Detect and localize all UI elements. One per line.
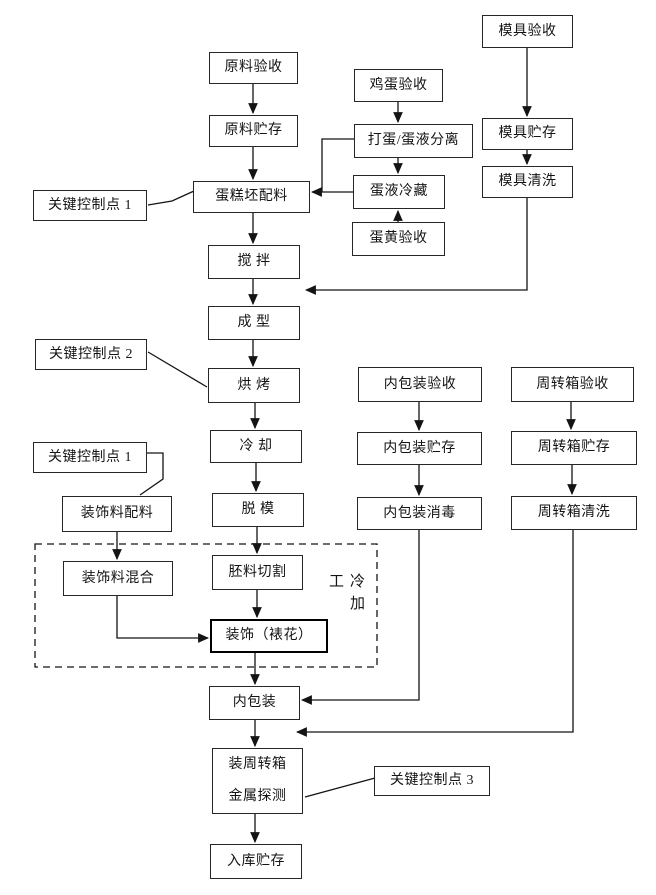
node-ccp2: 关键控制点 2 bbox=[35, 339, 147, 370]
node-inner-packaging-storage: 内包装贮存 bbox=[357, 432, 482, 465]
node-blank-cutting: 胚料切割 bbox=[212, 555, 303, 590]
cold-processing-dashed-region bbox=[34, 543, 378, 668]
node-inner-packing: 内包装 bbox=[209, 686, 300, 720]
node-decoration-mixing: 装饰料混合 bbox=[63, 561, 173, 596]
node-turnover-box-storage: 周转箱贮存 bbox=[511, 431, 637, 465]
node-ccp1-top: 关键控制点 1 bbox=[33, 190, 147, 221]
node-egg-breaking-separation: 打蛋/蛋液分离 bbox=[354, 124, 473, 158]
node-warehouse-storage: 入库贮存 bbox=[210, 844, 302, 879]
label-cold-processing: 冷加工 bbox=[327, 573, 364, 617]
node-yolk-inspection: 蛋黄验收 bbox=[352, 222, 445, 256]
node-mold-storage: 模具贮存 bbox=[482, 118, 573, 150]
node-raw-material-storage: 原料贮存 bbox=[209, 115, 298, 147]
node-mold-cleaning: 模具清洗 bbox=[482, 166, 573, 198]
node-turnover-box-cleaning: 周转箱清洗 bbox=[511, 496, 637, 530]
node-demolding: 脱 模 bbox=[212, 493, 304, 527]
node-inner-packaging-inspection: 内包装验收 bbox=[358, 367, 482, 402]
node-inner-packaging-disinfection: 内包装消毒 bbox=[357, 497, 482, 530]
node-shaping: 成 型 bbox=[208, 306, 300, 340]
node-ccp1-lower: 关键控制点 1 bbox=[33, 442, 147, 473]
node-decoration-ingredients: 装饰料配料 bbox=[62, 496, 172, 532]
node-egg-inspection: 鸡蛋验收 bbox=[354, 69, 443, 102]
node-turnover-box-inspection: 周转箱验收 bbox=[511, 367, 634, 402]
node-stirring: 搅 拌 bbox=[208, 245, 300, 279]
node-raw-material-inspection: 原料验收 bbox=[209, 52, 298, 84]
node-cooling: 冷 却 bbox=[210, 430, 302, 463]
node-egg-liquid-chill: 蛋液冷藏 bbox=[353, 175, 445, 209]
node-metal-detection: 金属探测 bbox=[212, 780, 303, 814]
node-baking: 烘 烤 bbox=[208, 368, 300, 403]
node-ccp3: 关键控制点 3 bbox=[374, 766, 490, 796]
node-decorating-piping: 装饰（裱花） bbox=[210, 619, 328, 653]
node-mold-inspection: 模具验收 bbox=[482, 15, 573, 48]
node-cake-batter-ingredients: 蛋糕坯配料 bbox=[193, 181, 310, 213]
node-load-turnover-box: 装周转箱 bbox=[212, 748, 303, 781]
